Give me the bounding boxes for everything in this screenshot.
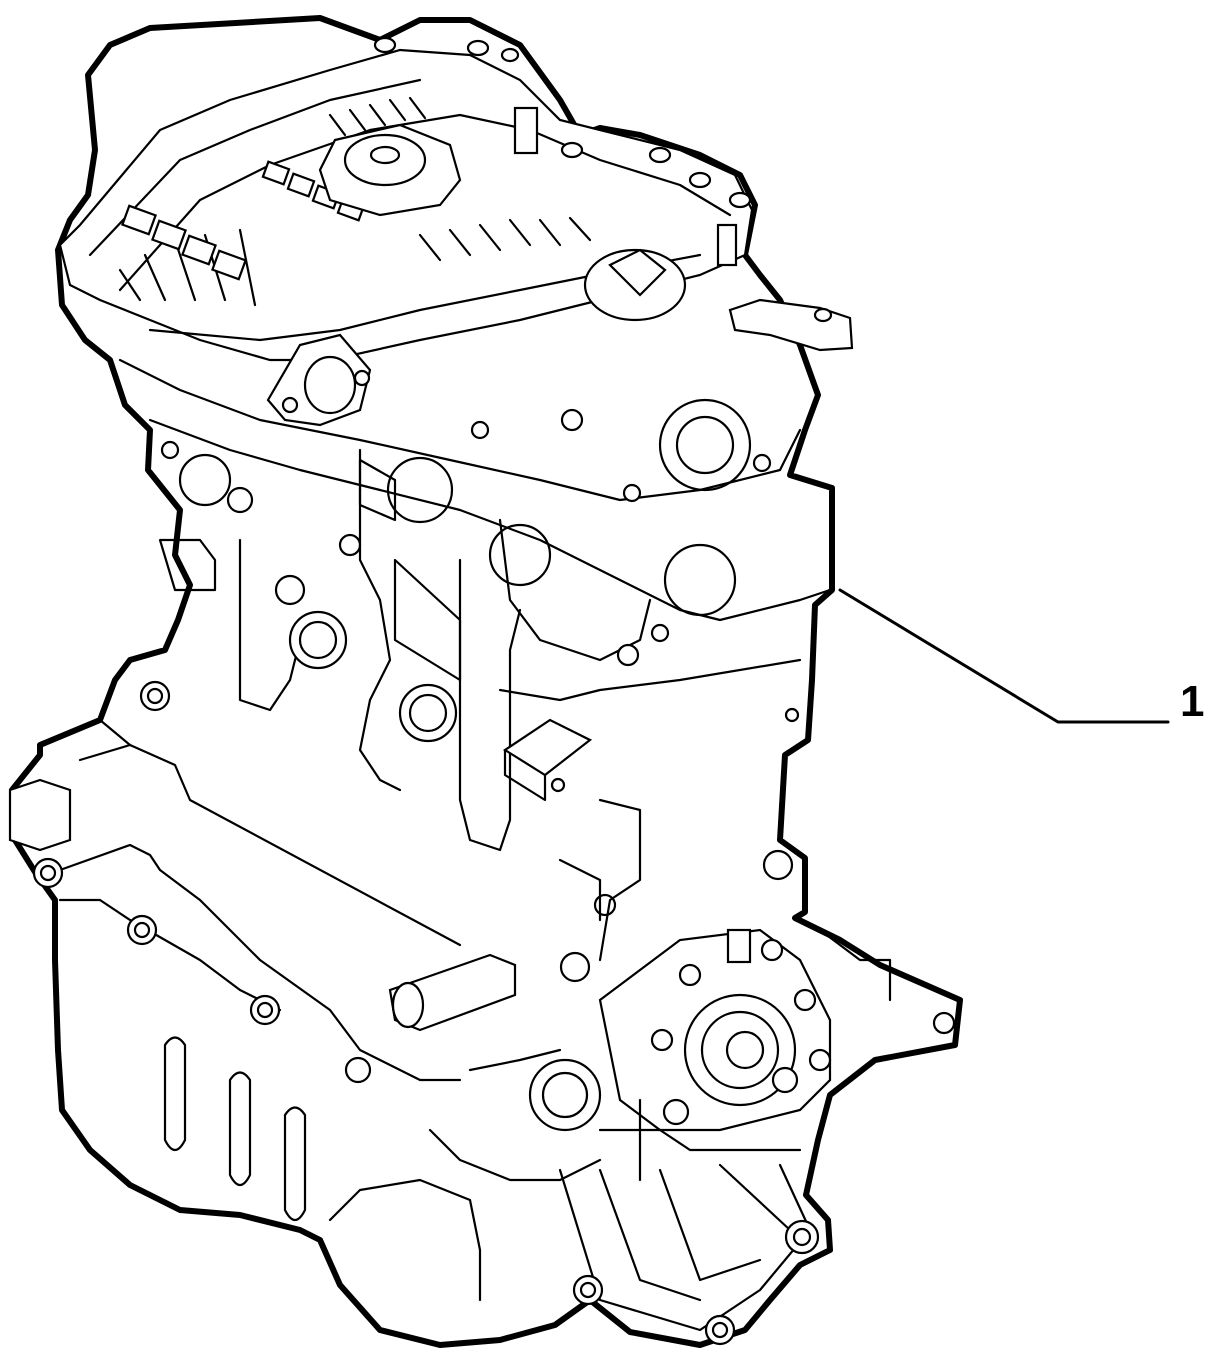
callout-leader-line — [838, 588, 1170, 724]
callout-label-1: 1 — [1180, 677, 1205, 726]
